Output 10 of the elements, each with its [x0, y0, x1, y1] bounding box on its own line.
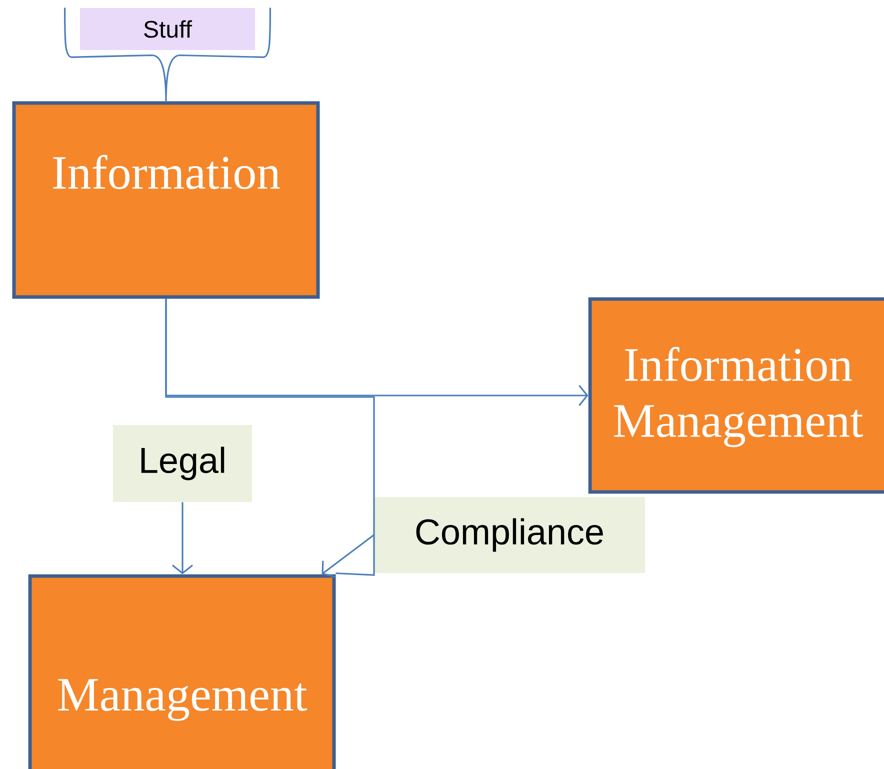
arrow [172, 502, 193, 574]
text-box: Legal [113, 425, 252, 502]
process-box: Management [28, 574, 336, 769]
connector-line [165, 298, 375, 576]
stuff-label: Stuff [80, 8, 255, 50]
process-box: Information Management [588, 297, 884, 494]
process-box: Information [12, 101, 320, 299]
brace [64, 7, 271, 102]
text-box: Compliance [374, 497, 645, 573]
arrow [322, 534, 374, 578]
